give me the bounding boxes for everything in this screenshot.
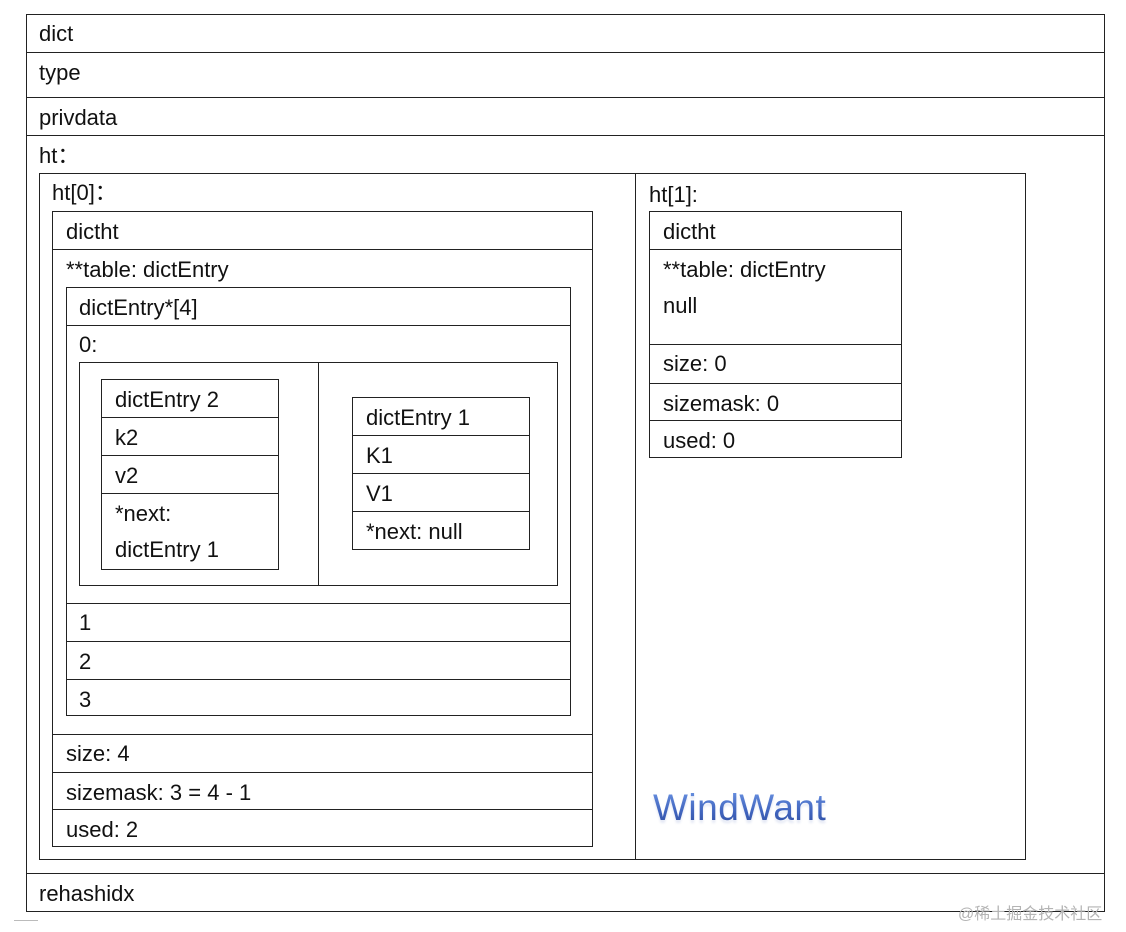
type-field: type (39, 60, 81, 85)
bucket-0-label: 0: (79, 332, 98, 357)
ht0-used: used: 2 (66, 817, 139, 842)
dict-label: dict (39, 21, 74, 46)
ht0-size-divider (52, 734, 593, 735)
ht1-sizemask-divider (649, 383, 902, 384)
dict-entry-1-title: dictEntry 1 (366, 405, 470, 430)
dict-divider-type (26, 52, 1105, 53)
ht1-table-null: null (663, 293, 698, 318)
bucket-1-divider (66, 603, 571, 604)
dict-entry-2-value: v2 (115, 463, 139, 488)
ht0-used-divider (52, 809, 593, 810)
ht1-size-divider (649, 344, 902, 345)
ht0-dictht-box (52, 211, 593, 847)
dict-divider-privdata (26, 97, 1105, 98)
ht1-used-divider (649, 420, 902, 421)
bucket-array-divider (66, 325, 571, 326)
ht0-sizemask-divider (52, 772, 593, 773)
bucket-array-label: dictEntry*[4] (79, 295, 198, 320)
bucket-array-box (66, 287, 571, 716)
corner-mark (14, 920, 38, 921)
dict-entry-2-divider-2 (101, 455, 279, 456)
dict-entry-1-key: K1 (366, 443, 393, 468)
dict-entry-1-divider-1 (352, 435, 530, 436)
dict-entry-1-next: *next: null (366, 519, 463, 544)
ht1-divider (649, 249, 902, 250)
ht0-divider (52, 249, 593, 250)
rehashidx-field: rehashidx (39, 881, 135, 906)
dict-struct (26, 14, 1105, 912)
bucket-2-label: 2 (79, 649, 92, 674)
ht0-table-field: **table: dictEntry (66, 257, 229, 282)
dict-entry-2-divider-1 (101, 417, 279, 418)
ht0-sizemask: sizemask: 3 = 4 - 1 (66, 780, 252, 805)
privdata-field: privdata (39, 105, 118, 130)
dict-entry-2 (101, 379, 279, 570)
dict-entry-1-value: V1 (366, 481, 393, 506)
bucket-3-label: 3 (79, 687, 92, 712)
ht0-size: size: 4 (66, 741, 130, 766)
dict-divider-ht (26, 135, 1105, 136)
dict-entry-1-divider-3 (352, 511, 530, 512)
bucket-0-chain-divider (318, 362, 319, 586)
ht-array-container (39, 173, 1026, 860)
ht1-sizemask: sizemask: 0 (663, 391, 780, 416)
dict-entry-2-next-label: *next: (115, 501, 172, 526)
ht1-size: size: 0 (663, 351, 727, 376)
ht0-dictht-title: dictht (66, 219, 119, 244)
ht1-label: ht[1]: (649, 182, 698, 207)
dict-entry-2-next-value: dictEntry 1 (115, 537, 219, 562)
bucket-1-label: 1 (79, 610, 92, 635)
dict-entry-2-title: dictEntry 2 (115, 387, 219, 412)
juejin-watermark: @稀土掘金技术社区 (958, 906, 1103, 923)
bucket-2-divider (66, 641, 571, 642)
dict-entry-1-divider-2 (352, 473, 530, 474)
ht1-used: used: 0 (663, 428, 736, 453)
ht1-dictht-title: dictht (663, 219, 716, 244)
ht-field-label: ht： (39, 143, 80, 168)
bucket-3-divider (66, 679, 571, 680)
windwant-logo: WindWant (653, 787, 827, 828)
ht0-label: ht[0]： (52, 180, 117, 205)
ht1-dictht-box (649, 211, 902, 458)
ht-array-divider (635, 173, 636, 860)
dict-divider-rehashidx (26, 873, 1105, 874)
ht1-table-field: **table: dictEntry (663, 257, 826, 282)
dict-entry-2-divider-3 (101, 493, 279, 494)
dict-entry-2-key: k2 (115, 425, 139, 450)
